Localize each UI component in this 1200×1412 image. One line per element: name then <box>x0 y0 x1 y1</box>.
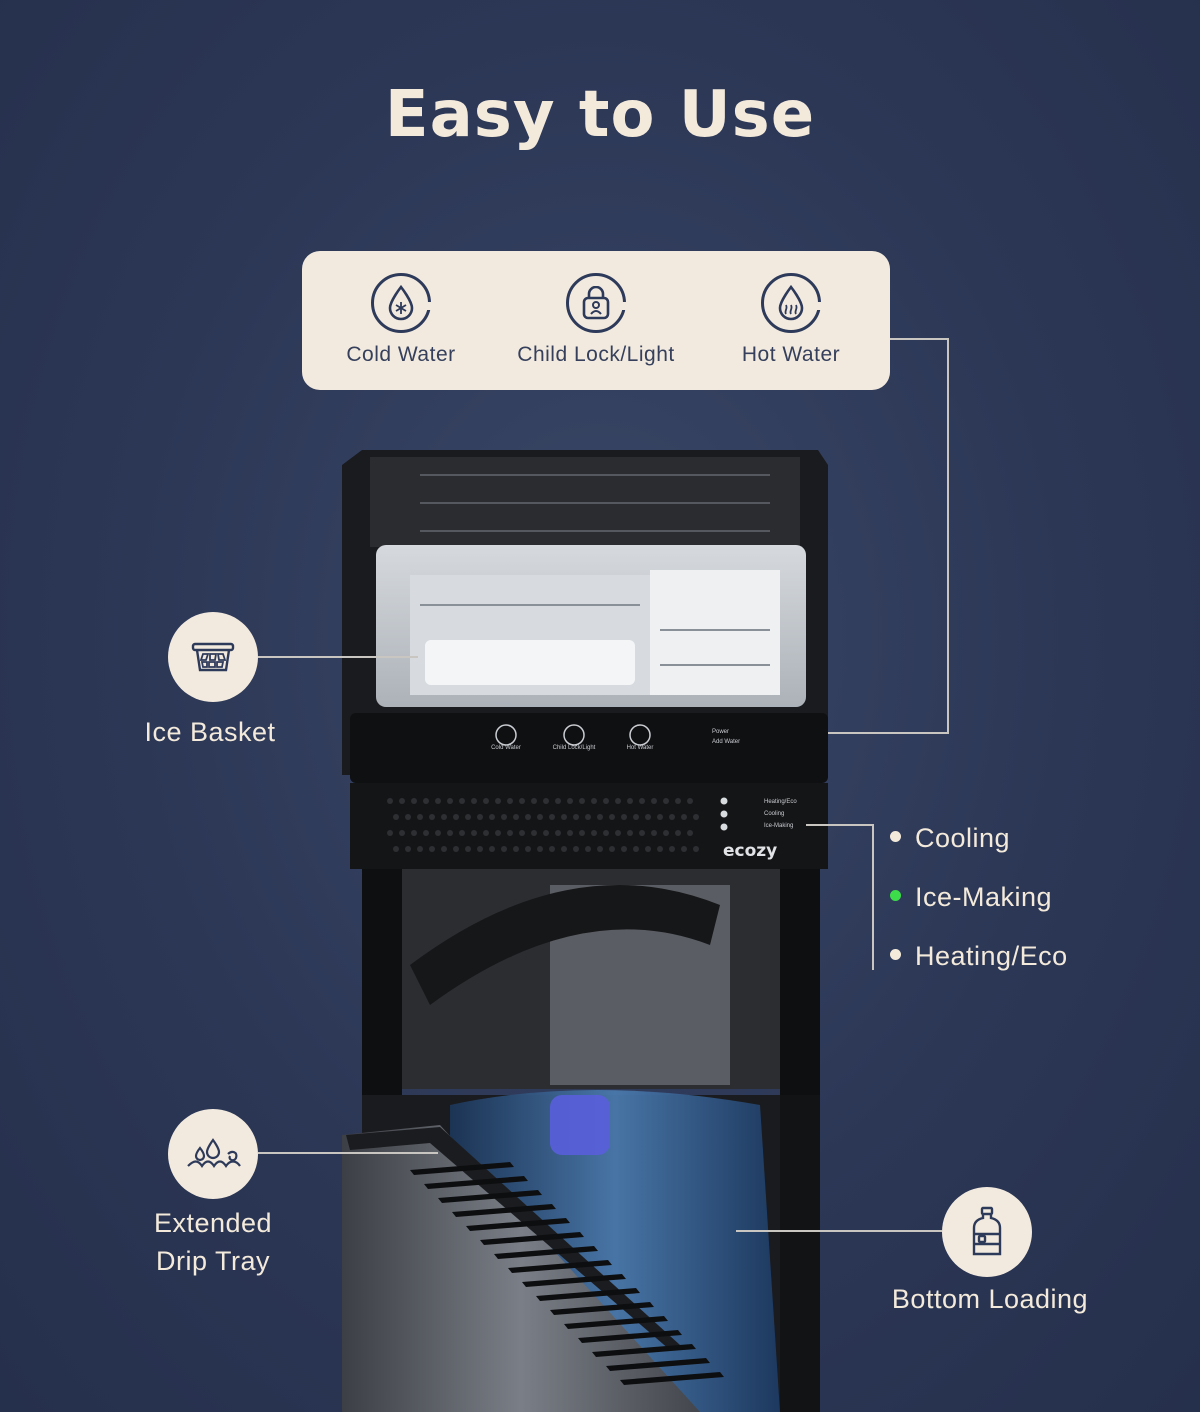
status-ice-making-dot <box>890 890 901 902</box>
status-heating-eco-label: Heating/Eco <box>915 941 1068 971</box>
snowflake-drop-icon <box>371 273 434 333</box>
status-connector-h <box>806 824 874 826</box>
water-jug-icon <box>972 1206 1002 1256</box>
status-connector-v <box>872 824 874 970</box>
device-child-lock-label: Child Lock/Light <box>553 745 596 751</box>
drip-tray-callout-circle <box>168 1109 258 1199</box>
device-heating-eco-label: Heating/Eco <box>764 799 797 805</box>
status-heating-eco: Heating/Eco <box>890 941 1068 972</box>
status-cooling-label: Cooling <box>915 823 1011 853</box>
water-dispenser-illustration: Cold Water Child Lock/Light Hot Water Po… <box>342 450 828 1412</box>
device-add-water-indicator: Add Water <box>712 739 740 745</box>
drip-tray-label-line2: Drip Tray <box>155 1246 271 1276</box>
panel-connector-v <box>947 338 949 734</box>
ice-basket-callout-circle <box>168 612 258 702</box>
device-hot-water-label: Hot Water <box>627 745 654 751</box>
status-ice-making: Ice-Making <box>890 882 1052 913</box>
cold-water-label: Cold Water <box>346 343 456 366</box>
bottom-loading-connector <box>736 1230 942 1232</box>
child-lock-label: Child Lock/Light <box>517 343 675 366</box>
ice-basket-label: Ice Basket <box>144 717 276 747</box>
bottom-loading-label: Bottom Loading <box>891 1284 1089 1314</box>
drip-tray-label: Extended Drip Tray <box>100 1204 326 1280</box>
drip-tray-connector <box>258 1152 438 1154</box>
device-cold-water-label: Cold Water <box>491 745 521 751</box>
hot-water-label: Hot Water <box>741 343 841 366</box>
ice-basket-connector <box>258 656 418 658</box>
cold-water-button-callout: Cold Water <box>306 273 496 367</box>
bottom-loading-callout-circle <box>942 1187 1032 1277</box>
hot-water-button-callout: Hot Water <box>696 273 886 367</box>
status-heating-eco-dot <box>890 949 901 961</box>
water-splash-icon <box>187 1138 241 1168</box>
brand-logo: ecozy <box>723 841 777 861</box>
drip-tray-label-line1: Extended <box>153 1208 273 1238</box>
ice-basket-icon <box>191 642 235 672</box>
child-lock-button-callout: Child Lock/Light <box>501 273 691 367</box>
device-ice-making-label: Ice-Making <box>764 823 793 829</box>
steam-drop-icon <box>761 273 824 333</box>
page-title: Easy to Use <box>384 78 816 152</box>
status-cooling-dot <box>890 831 901 843</box>
device-cooling-label: Cooling <box>764 811 784 817</box>
status-ice-making-label: Ice-Making <box>915 882 1053 912</box>
panel-connector-h1 <box>890 338 948 340</box>
child-lock-icon <box>566 273 629 333</box>
device-power-indicator: Power <box>712 729 729 735</box>
control-panel-callout: Cold Water Child Lock/Light Hot Water <box>302 251 890 390</box>
status-cooling: Cooling <box>890 823 1010 854</box>
